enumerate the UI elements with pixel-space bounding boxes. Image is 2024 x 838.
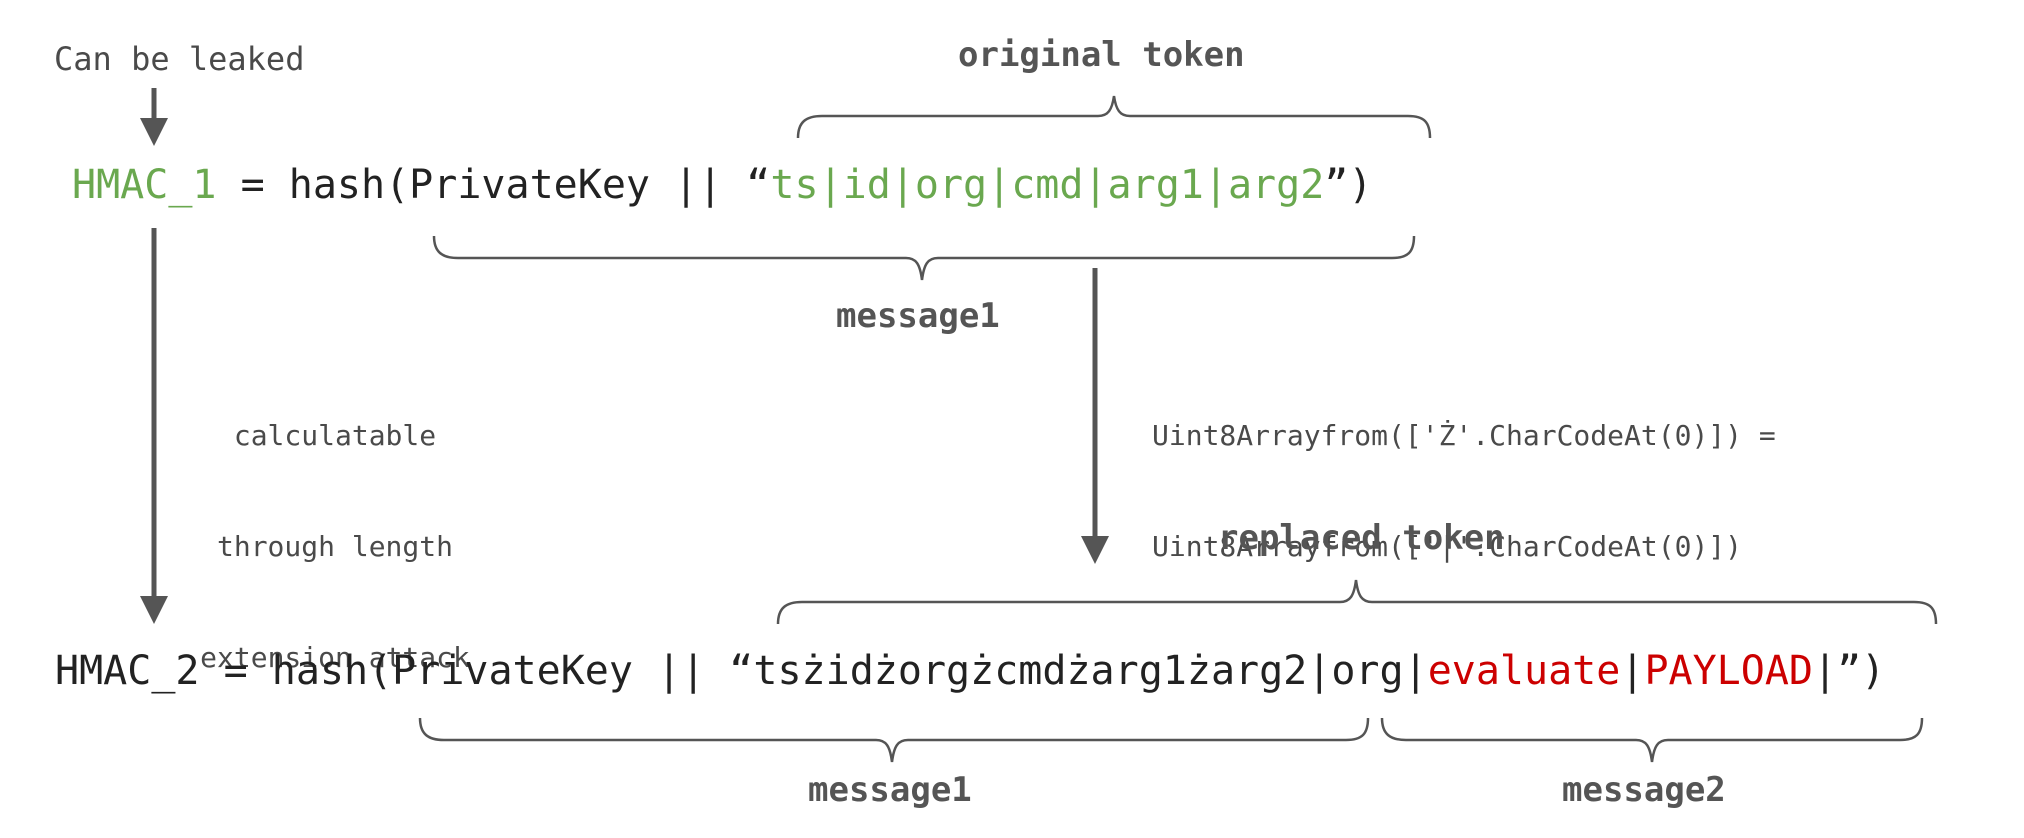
leaked-note: Can be leaked	[54, 40, 305, 78]
hmac2-equation: HMAC_2 = hash(PrivateKey || “tsżidżorgżc…	[55, 648, 1885, 694]
length-extension-line: extension attack	[200, 641, 470, 674]
message1-original-string: ts|id|org|cmd|arg1|arg2	[770, 162, 1325, 208]
message1-bottom-brace	[418, 717, 1370, 763]
evaluate-command: evaluate	[1427, 648, 1621, 694]
length-extension-line: calculatable	[233, 419, 437, 452]
replaced-token-brace	[776, 579, 1938, 625]
length-extension-line: through length	[216, 530, 453, 563]
hmac1-hash-open: = hash(PrivateKey || “	[216, 162, 771, 208]
hmac2-hash-close: |”)	[1813, 648, 1886, 694]
leak-arrow	[140, 88, 168, 146]
message2-label: message2	[1562, 770, 1726, 810]
length-extension-arrow	[140, 228, 168, 624]
charcode-note: Uint8Arrayfrom(['Ż'.CharCodeAt(0)]) = Ui…	[1152, 343, 1776, 602]
payload-argument: PAYLOAD	[1644, 648, 1814, 694]
replaced-token-label: replaced token	[1218, 518, 1505, 558]
hmac1-equation: HMAC_1 = hash(PrivateKey || “ts|id|org|c…	[72, 162, 1372, 208]
charcode-line: Uint8Arrayfrom(['Ż'.CharCodeAt(0)]) =	[1152, 419, 1776, 452]
message2-brace	[1380, 717, 1924, 763]
original-token-label: original token	[958, 35, 1245, 75]
message1-label-bottom: message1	[808, 770, 972, 810]
original-token-brace	[796, 95, 1432, 139]
message1-top-brace	[432, 235, 1416, 281]
hmac1-name: HMAC_1	[72, 162, 217, 208]
message1-label-top: message1	[836, 296, 1000, 336]
length-extension-note: calculatable through length extension at…	[160, 343, 510, 713]
replacement-arrow	[1081, 268, 1109, 564]
hmac1-hash-close: ”)	[1324, 162, 1373, 208]
charcode-line: Uint8Arrayfrom(['|'.CharCodeAt(0)])	[1152, 530, 1743, 563]
separator: |	[1620, 648, 1645, 694]
hmac2-prefix: HMAC_2 = hash(PrivateKey || “tsżidżorgżc…	[55, 648, 1428, 694]
